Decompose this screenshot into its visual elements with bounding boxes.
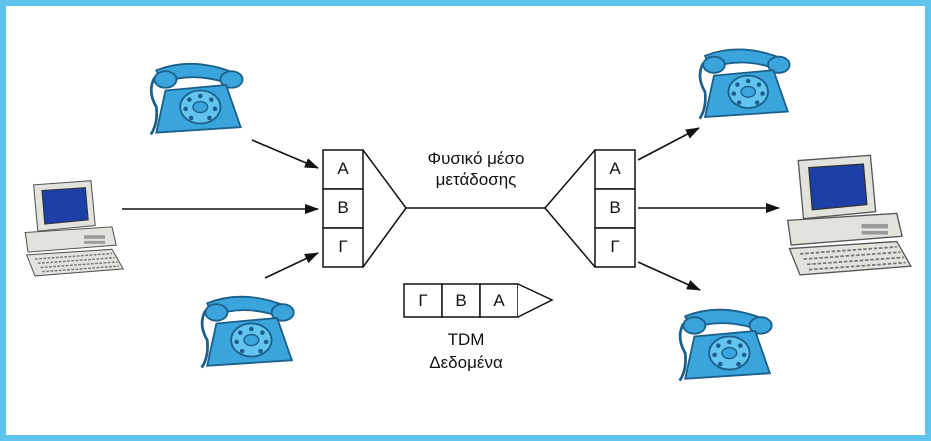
tdm-slot-c bbox=[403, 283, 443, 318]
input-arrow-c bbox=[264, 252, 319, 279]
demux-slot-b bbox=[594, 188, 636, 229]
mux-slot-a-label: A bbox=[337, 159, 349, 178]
demux-slot-b-label: B bbox=[609, 198, 621, 217]
mux-slot-c-label: Γ bbox=[338, 237, 348, 256]
mux-slot-c bbox=[322, 227, 364, 268]
output-arrow-a bbox=[637, 127, 700, 161]
multiplexer bbox=[322, 149, 407, 268]
demux-slot-c bbox=[594, 227, 636, 268]
tdm-diagram bbox=[24, 48, 912, 383]
mux-slot-b-label: B bbox=[337, 198, 349, 217]
medium-label-line2: μετάδοσης bbox=[435, 170, 517, 189]
demux-slot-a-label: A bbox=[609, 159, 621, 178]
computer-icon bbox=[786, 154, 912, 276]
telephone-icon bbox=[200, 295, 296, 370]
telephone-icon bbox=[678, 308, 774, 383]
tdm-caption-line2: Δεδομένα bbox=[429, 353, 503, 372]
input-arrow-a bbox=[251, 139, 319, 169]
telephone-icon bbox=[149, 62, 244, 136]
tdm-data-frame bbox=[403, 283, 554, 318]
tdm-slot-b-label: B bbox=[455, 291, 467, 310]
tdm-slot-a-label: A bbox=[493, 291, 505, 310]
demux-slot-c-label: Γ bbox=[610, 237, 620, 256]
mux-slot-a bbox=[322, 149, 364, 190]
medium-label-line1: Φυσικό μέσο bbox=[427, 149, 525, 168]
tdm-caption-line1: TDM bbox=[447, 330, 485, 349]
computer-icon bbox=[24, 179, 125, 277]
demultiplexer bbox=[544, 149, 636, 268]
output-arrow-c bbox=[637, 261, 701, 291]
tdm-slot-c-label: Γ bbox=[418, 291, 428, 310]
mux-slot-b bbox=[322, 188, 364, 229]
telephone-icon bbox=[698, 48, 791, 121]
tdm-slot-a bbox=[479, 283, 519, 318]
